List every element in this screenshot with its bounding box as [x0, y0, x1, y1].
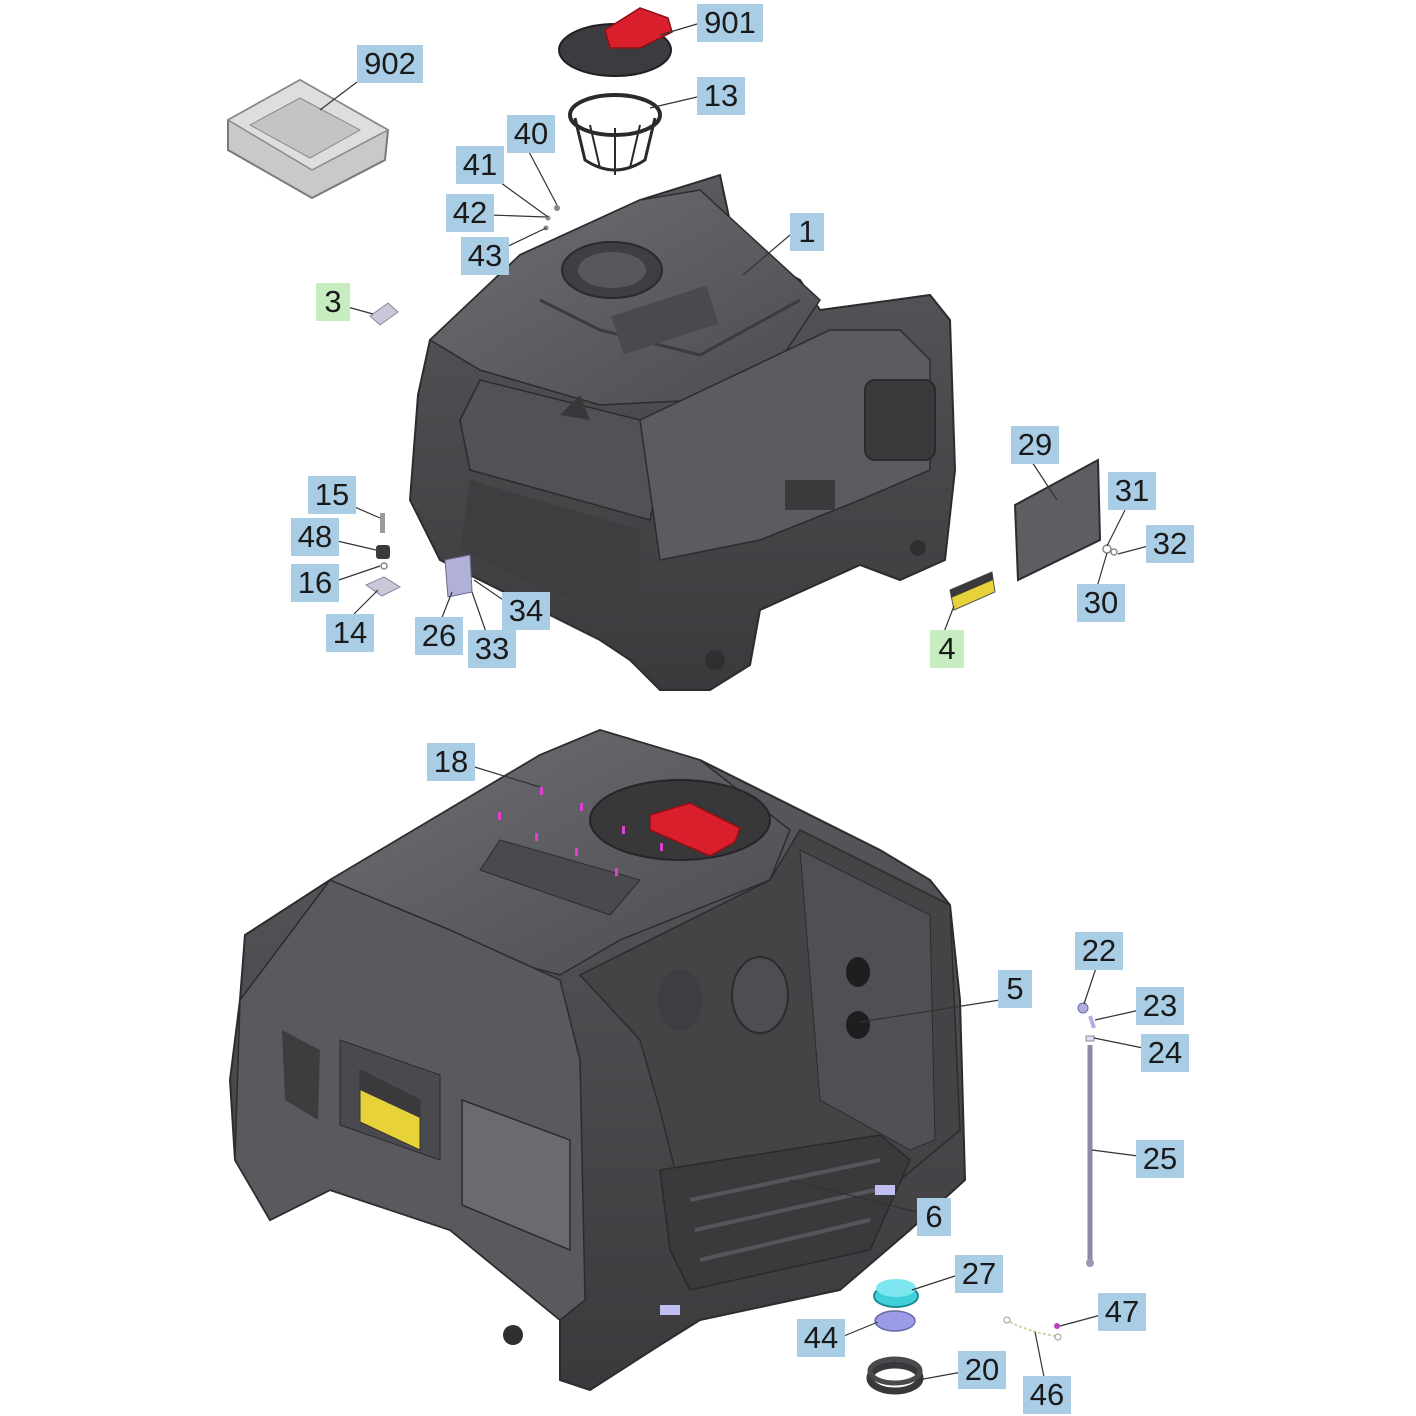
callout-23[interactable]: 23 — [1136, 987, 1184, 1025]
callout-14[interactable]: 14 — [326, 614, 374, 652]
rod-assembly — [1077, 1002, 1096, 1267]
seal-parts — [866, 1279, 924, 1395]
callout-27[interactable]: 27 — [955, 1255, 1003, 1293]
callout-30[interactable]: 30 — [1077, 584, 1125, 622]
feet-parts — [364, 513, 402, 597]
callout-18[interactable]: 18 — [427, 743, 475, 781]
callout-16[interactable]: 16 — [291, 564, 339, 602]
callout-41[interactable]: 41 — [456, 146, 504, 184]
callout-22[interactable]: 22 — [1075, 932, 1123, 970]
callout-44[interactable]: 44 — [797, 1319, 845, 1357]
callout-20[interactable]: 20 — [958, 1351, 1006, 1389]
callout-40[interactable]: 40 — [507, 115, 555, 153]
callout-5[interactable]: 5 — [998, 970, 1032, 1008]
callout-4[interactable]: 4 — [930, 630, 964, 668]
callout-15[interactable]: 15 — [308, 476, 356, 514]
callout-29[interactable]: 29 — [1011, 426, 1059, 464]
callout-24[interactable]: 24 — [1141, 1034, 1189, 1072]
callout-13[interactable]: 13 — [697, 77, 745, 115]
callout-1[interactable]: 1 — [790, 213, 824, 251]
callout-25[interactable]: 25 — [1136, 1140, 1184, 1178]
upper-housing — [408, 173, 957, 691]
leader-lines-lower — [467, 764, 1144, 1381]
washer-30 — [1102, 544, 1112, 554]
callout-31[interactable]: 31 — [1108, 472, 1156, 510]
cap-901 — [558, 7, 673, 77]
callout-6[interactable]: 6 — [917, 1198, 951, 1236]
callout-26[interactable]: 26 — [415, 617, 463, 655]
leader-lines-upper — [319, 23, 1149, 633]
bracket-26 — [444, 554, 473, 598]
callout-47[interactable]: 47 — [1098, 1293, 1146, 1331]
strainer-13 — [568, 93, 662, 175]
lower-housing — [228, 728, 967, 1392]
box-902 — [226, 78, 390, 200]
washer-31 — [1110, 548, 1118, 556]
callout-43[interactable]: 43 — [461, 237, 509, 275]
callout-32[interactable]: 32 — [1146, 525, 1194, 563]
callout-42[interactable]: 42 — [446, 194, 494, 232]
callout-34[interactable]: 34 — [502, 592, 550, 630]
callout-46[interactable]: 46 — [1023, 1376, 1071, 1414]
callout-902[interactable]: 902 — [357, 45, 423, 83]
screws-40-43 — [543, 205, 560, 231]
callout-3[interactable]: 3 — [316, 283, 350, 321]
brand-label-4 — [949, 571, 996, 611]
callout-33[interactable]: 33 — [468, 630, 516, 668]
callout-901[interactable]: 901 — [697, 4, 763, 42]
chain-46-47 — [1003, 1316, 1062, 1341]
label-part-3 — [369, 302, 399, 326]
callout-48[interactable]: 48 — [291, 518, 339, 556]
cover-plate-29 — [1013, 458, 1102, 582]
